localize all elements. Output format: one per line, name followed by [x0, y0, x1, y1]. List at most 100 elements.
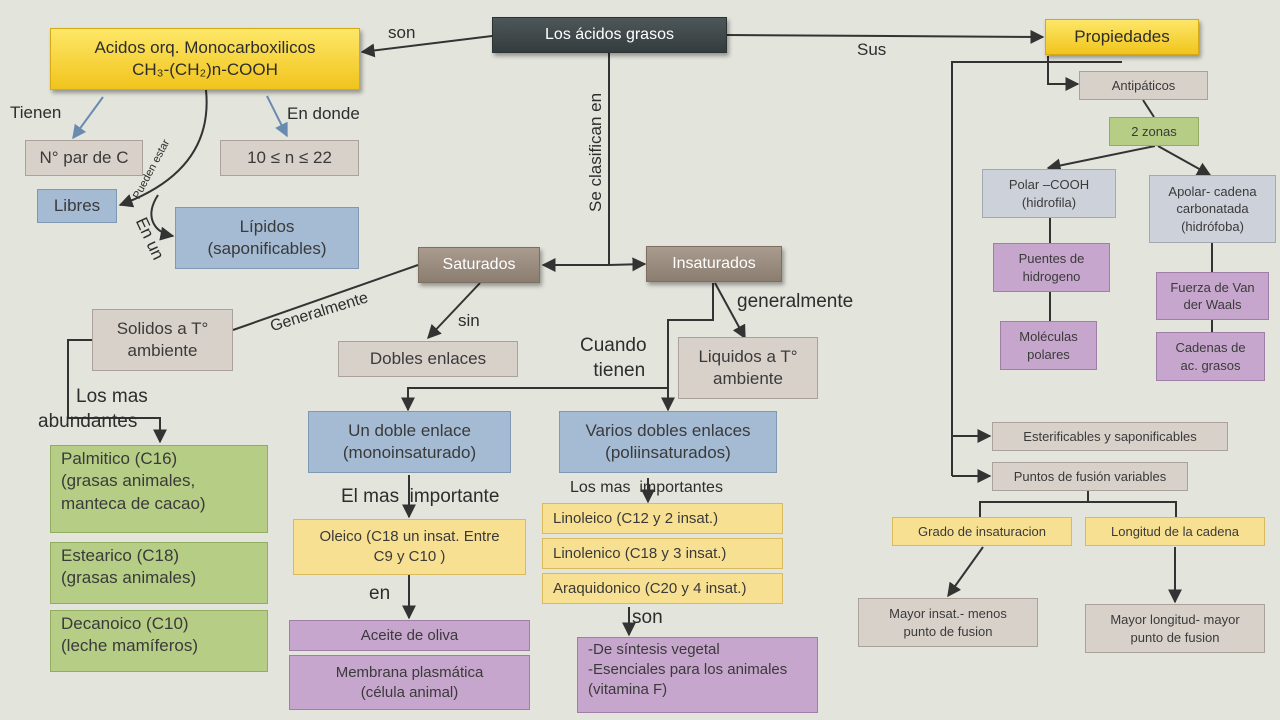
node-lipidos[interactable]: Lípidos (saponificables): [175, 207, 359, 269]
node-estearico[interactable]: Estearico (C18) (grasas animales): [50, 542, 268, 604]
node-mayor-insat-line2: punto de fusion: [903, 623, 993, 639]
link-sus: Sus: [857, 40, 887, 59]
node-linoleico-label: Linoleico (C12 y 2 insat.): [553, 509, 719, 527]
edge-acidos-libres: [118, 89, 208, 208]
node-acidos-monocarboxilicos[interactable]: Acidos orq. Monocarboxilicos CH₃-(CH₂)n-…: [50, 28, 360, 90]
node-linolenico[interactable]: Linolenico (C18 y 3 insat.): [542, 538, 783, 569]
node-membrana-line1: Membrana plasmática: [335, 663, 484, 681]
node-poli-line1: Varios dobles enlaces: [585, 420, 751, 440]
node-dobles-enlaces[interactable]: Dobles enlaces: [338, 341, 518, 377]
node-antipaticos-label: Antipáticos: [1111, 77, 1176, 93]
node-solidos-line2: ambiente: [127, 341, 198, 360]
node-oleico-line2: C9 y C10 ): [373, 548, 446, 565]
node-linoleico[interactable]: Linoleico (C12 y 2 insat.): [542, 503, 783, 534]
edge-prop-antipaticos: [1047, 56, 1080, 91]
node-decanoico-line1: Decanoico (C10): [61, 614, 189, 633]
link-el-mas-importante: El mas importante: [341, 486, 500, 507]
node-mono-line2: (monoinsaturado): [342, 443, 477, 462]
node-puentes-line1: Puentes de: [1018, 251, 1085, 267]
node-propiedades[interactable]: Propiedades: [1045, 19, 1199, 55]
edge-acidos-lipidos: [150, 194, 175, 241]
node-insaturados-label: Insaturados: [672, 255, 756, 273]
node-liquidos[interactable]: Liquidos a T° ambiente: [678, 337, 818, 399]
node-araquidonico[interactable]: Araquidonico (C20 y 4 insat.): [542, 573, 783, 604]
node-cadenas[interactable]: Cadenas de ac. grasos: [1156, 332, 1265, 381]
node-solidos[interactable]: Solidos a T° ambiente: [92, 309, 233, 371]
node-sintesis[interactable]: -De síntesis vegetal -Esenciales para lo…: [577, 637, 818, 713]
node-n-range[interactable]: 10 ≤ n ≤ 22: [220, 140, 359, 176]
link-los-mas-abundantes: Los mas abundantes: [38, 385, 148, 434]
node-moleculas-line2: polares: [1027, 346, 1070, 362]
node-antipaticos[interactable]: Antipáticos: [1079, 71, 1208, 100]
edge-prop-spine: [951, 61, 1122, 476]
edge-ins-cuando: [661, 283, 714, 412]
node-acidos-line1: Acidos orq. Monocarboxilicos: [94, 37, 316, 57]
node-vanderwaals[interactable]: Fuerza de Van der Waals: [1156, 272, 1269, 320]
node-puntos-label: Puntos de fusión variables: [1013, 468, 1167, 484]
node-apolar[interactable]: Apolar- cadena carbonatada (hidrófoba): [1149, 175, 1276, 243]
link-generalmente-ins: generalmente: [737, 291, 854, 312]
node-acidos-line2: CH₃-(CH₂)n-COOH: [132, 60, 278, 79]
node-propiedades-label: Propiedades: [1074, 26, 1170, 46]
node-mayor-insat-line1: Mayor insat.- menos: [889, 606, 1007, 622]
link-cuando: Cuando: [580, 335, 647, 356]
node-2zonas[interactable]: 2 zonas: [1109, 117, 1199, 146]
node-longitud-label: Longitud de la cadena: [1111, 523, 1239, 539]
node-oleico[interactable]: Oleico (C18 un insat. Entre C9 y C10 ): [293, 519, 526, 575]
node-palmitico-line2: (grasas animales,: [61, 471, 196, 491]
node-2zonas-label: 2 zonas: [1131, 123, 1177, 139]
node-solidos-line1: Solidos a T°: [116, 318, 209, 338]
node-palmitico-line1: Palmitico (C16): [61, 449, 178, 468]
node-membrana[interactable]: Membrana plasmática (célula animal): [289, 655, 530, 710]
node-polar[interactable]: Polar –COOH (hidrofila): [982, 169, 1116, 218]
node-palmitico[interactable]: Palmitico (C16) (grasas animales, mantec…: [50, 445, 268, 533]
edge-root-propiedades: [726, 29, 1045, 44]
node-decanoico[interactable]: Decanoico (C10) (leche mamíferos): [50, 610, 268, 672]
edge-sat-solidos: [232, 264, 419, 331]
edge-acidos-parc: [72, 96, 104, 140]
node-polar-line1: Polar –COOH: [1008, 177, 1090, 193]
node-araquidonico-label: Araquidonico (C20 y 4 insat.): [553, 579, 747, 597]
node-libres-label: Libres: [53, 195, 101, 215]
node-saturados-label: Saturados: [442, 256, 516, 274]
link-en-donde: En donde: [287, 104, 360, 123]
edge-root-acidos: [360, 35, 493, 58]
node-sintesis-line3: (vitamina F): [588, 680, 668, 698]
node-esterificables[interactable]: Esterificables y saponificables: [992, 422, 1228, 451]
link-abundantes: abundantes: [38, 410, 138, 432]
node-moleculas[interactable]: Moléculas polares: [1000, 321, 1097, 370]
node-esterificables-label: Esterificables y saponificables: [1023, 428, 1197, 444]
node-apolar-line2: carbonatada: [1176, 201, 1249, 217]
edge-zonas-apolar: [1157, 145, 1212, 176]
node-mayor-longitud[interactable]: Mayor longitud- mayor punto de fusion: [1085, 604, 1265, 653]
node-par-c[interactable]: N° par de C: [25, 140, 143, 176]
node-libres[interactable]: Libres: [37, 189, 117, 223]
node-n-range-label: 10 ≤ n ≤ 22: [247, 147, 332, 167]
edge-anti-zonas: [1142, 99, 1155, 118]
node-puntos-fusion[interactable]: Puntos de fusión variables: [992, 462, 1188, 491]
node-apolar-line3: (hidrófoba): [1181, 218, 1244, 234]
node-puentes-line2: hidrogeno: [1022, 268, 1081, 284]
node-apolar-line1: Apolar- cadena: [1168, 184, 1257, 200]
node-estearico-line2: (grasas animales): [61, 568, 197, 588]
link-tienen: Tienen: [10, 103, 62, 122]
node-mayor-insat[interactable]: Mayor insat.- menos punto de fusion: [858, 598, 1038, 647]
node-puentes[interactable]: Puentes de hidrogeno: [993, 243, 1110, 292]
node-root-label: Los ácidos grasos: [545, 26, 674, 44]
node-membrana-line2: (célula animal): [360, 683, 459, 701]
edge-grado-mayor: [947, 546, 984, 598]
node-root[interactable]: Los ácidos grasos: [492, 17, 727, 53]
node-vanderwaals-line1: Fuerza de Van: [1170, 279, 1255, 295]
node-longitud-cadena[interactable]: Longitud de la cadena: [1085, 517, 1265, 546]
node-liquidos-line2: ambiente: [713, 369, 783, 388]
node-aceite[interactable]: Aceite de oliva: [289, 620, 530, 651]
node-saturados[interactable]: Saturados: [418, 247, 540, 283]
node-monoinsaturado[interactable]: Un doble enlace (monoinsaturado): [308, 411, 511, 473]
node-linolenico-label: Linolenico (C18 y 3 insat.): [553, 544, 727, 562]
node-insaturados[interactable]: Insaturados: [646, 246, 782, 282]
node-grado-insaturacion[interactable]: Grado de insaturacion: [892, 517, 1072, 546]
node-lipidos-line1: Lípidos: [239, 216, 295, 236]
link-tienen2: tienen: [593, 359, 646, 381]
node-poliinsaturado[interactable]: Varios dobles enlaces (poliinsaturados): [559, 411, 777, 473]
